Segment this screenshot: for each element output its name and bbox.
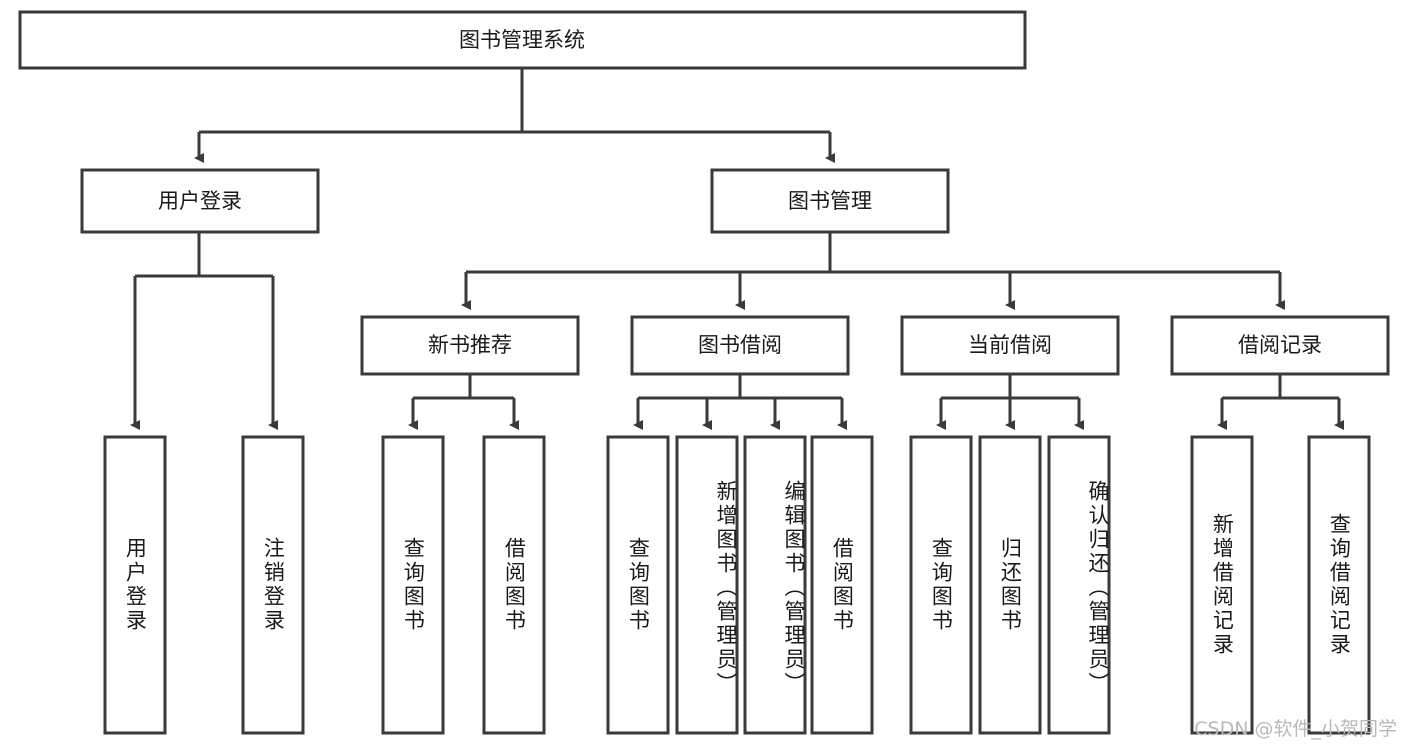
- connectors-layer: [130, 68, 1344, 430]
- node-leaf-add-record-box[interactable]: [1190, 435, 1254, 735]
- node-leaf-user-login-box[interactable]: [103, 435, 167, 735]
- node-book-borrow-box[interactable]: [630, 315, 850, 376]
- node-leaf-borrow-book-2-box[interactable]: [810, 435, 874, 735]
- connector-current-borrow-bus: [941, 374, 1079, 400]
- node-new-book-recommend-label: 新书推荐: [428, 333, 512, 357]
- node-leaf-return-book-box[interactable]: [978, 435, 1042, 735]
- node-root-box[interactable]: [18, 10, 1027, 70]
- node-book-manage-label: 图书管理: [788, 189, 872, 213]
- node-borrow-record-box[interactable]: [1170, 315, 1390, 376]
- node-book-manage-box[interactable]: [710, 168, 950, 234]
- connector-root-bus: [197, 68, 832, 155]
- node-leaf-edit-book-box[interactable]: [743, 435, 807, 735]
- connector-borrow-record-bus: [1222, 374, 1339, 400]
- node-book-borrow-label: 图书借阅: [698, 333, 782, 357]
- node-leaf-query-book-2-box[interactable]: [606, 435, 670, 735]
- node-leaf-borrow-book-1-box[interactable]: [482, 435, 546, 735]
- node-current-borrow-label: 当前借阅: [968, 333, 1052, 357]
- csdn-watermark: CSDN @软件_小贺同学: [1194, 718, 1397, 740]
- node-leaf-add-book-box[interactable]: [675, 435, 739, 735]
- node-new-book-recommend-box[interactable]: [360, 315, 580, 376]
- connector-book-borrow-bus: [638, 374, 842, 400]
- connector-book-manage-bus: [466, 232, 1280, 274]
- node-current-borrow-box[interactable]: [900, 315, 1120, 376]
- node-leaf-query-book-1-box[interactable]: [381, 435, 445, 735]
- node-leaf-query-book-3-box[interactable]: [909, 435, 973, 735]
- connector-new-book-bus: [413, 374, 514, 400]
- connector-user-login-bus: [135, 232, 273, 278]
- node-leaf-query-record-box[interactable]: [1307, 435, 1371, 735]
- node-user-login-box[interactable]: [80, 168, 320, 234]
- node-root-label: 图书管理系统: [459, 28, 585, 52]
- node-leaf-confirm-return-box[interactable]: [1047, 435, 1111, 735]
- nodes-layer: 图书管理系统 用户登录 图书管理 新书推荐 图书借阅 当前借阅 借阅记录: [18, 10, 1390, 735]
- node-leaf-user-logout-box[interactable]: [241, 435, 305, 735]
- node-borrow-record-label: 借阅记录: [1238, 333, 1322, 357]
- node-user-login-label: 用户登录: [158, 189, 242, 213]
